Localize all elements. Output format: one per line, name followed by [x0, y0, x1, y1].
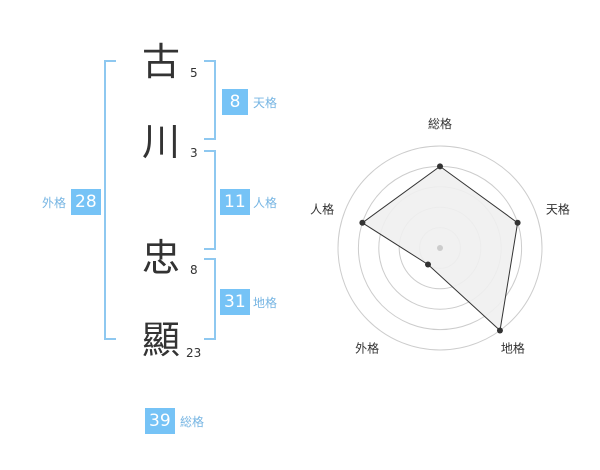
jinkaku-value: 11 [220, 189, 250, 215]
name-char-2: 川 [142, 120, 181, 164]
name-char-3: 忠 [142, 236, 181, 280]
stroke-count-4: 23 [186, 346, 202, 360]
radar-ring-5 [337, 145, 543, 351]
soukaku-label: 総格 [180, 415, 205, 429]
stroke-count-3: 8 [190, 263, 198, 277]
tenkaku-bracket [204, 60, 216, 140]
tenkaku-label: 天格 [253, 96, 278, 110]
radar-point-5 [359, 219, 366, 226]
radar-point-4 [425, 261, 432, 268]
radar-axis-label-4: 外格 [355, 340, 379, 355]
radar-point-2 [514, 219, 521, 226]
radar-center [437, 245, 443, 251]
radar-axis-label-5: 人格 [310, 202, 334, 217]
chikaku-bracket [204, 258, 216, 340]
soukaku-value: 39 [145, 408, 175, 434]
stroke-count-1: 5 [190, 66, 198, 80]
radar-point-1 [437, 163, 443, 170]
radar-axis-label-2: 天格 [546, 202, 570, 217]
jinkaku-bracket [204, 150, 216, 250]
tenkaku-value: 8 [222, 89, 248, 115]
jinkaku-label: 人格 [253, 196, 278, 210]
radar-axis-label-3: 地格 [501, 340, 525, 355]
gaikaku-label: 外格 [42, 196, 67, 210]
radar-point-3 [496, 327, 503, 334]
gaikaku-bracket [104, 60, 116, 340]
name-char-1: 古 [142, 40, 181, 84]
chikaku-value: 31 [220, 289, 250, 315]
name-char-4: 顯 [142, 318, 181, 362]
radar-axis-label-1: 総格 [428, 116, 452, 131]
gaikaku-value: 28 [71, 189, 101, 215]
chikaku-label: 地格 [253, 296, 278, 310]
stroke-count-2: 3 [190, 146, 198, 160]
